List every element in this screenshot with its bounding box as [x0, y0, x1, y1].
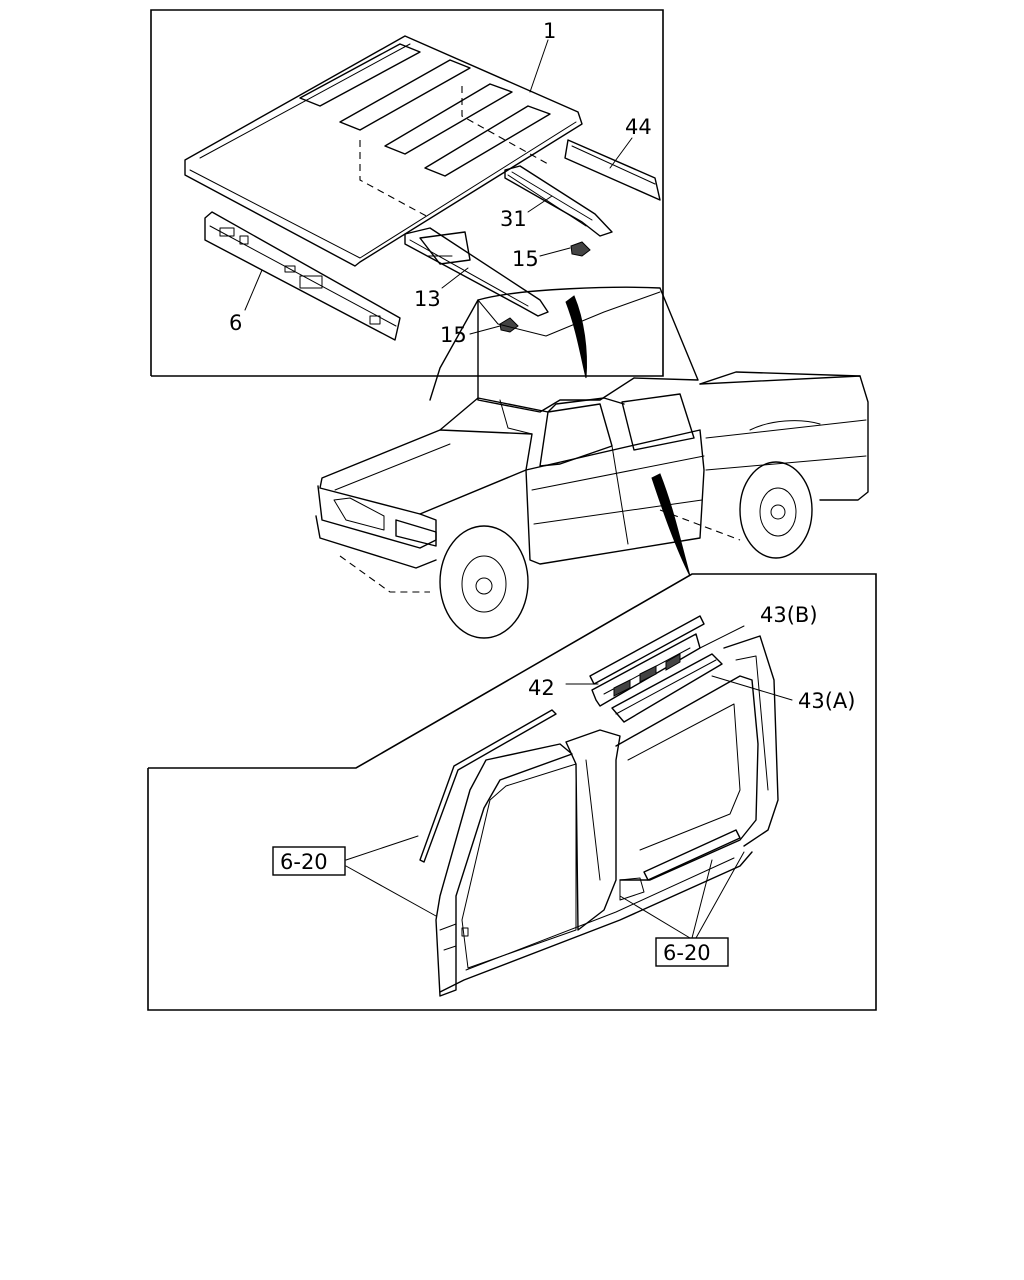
- reference-boxes: 6-20 6-20: [272, 846, 729, 967]
- callout-header-front[interactable]: 6: [229, 311, 242, 335]
- truck-illustration: [315, 286, 869, 639]
- side-body-frame: [419, 635, 779, 997]
- callout-clip-upper[interactable]: 15: [512, 247, 539, 271]
- callout-labels: 1 44 31 15 13 15 6 43(B) 42 43(A): [229, 19, 855, 713]
- ref-box-side-frame-right: [655, 937, 729, 967]
- roof-inset-frame: [150, 9, 664, 377]
- clip-lower: [499, 317, 519, 333]
- side-leaders: [345, 625, 793, 939]
- roof-bow-front: [404, 227, 549, 317]
- rear-wheel: [739, 461, 813, 559]
- ref-side-frame-right[interactable]: 6-20: [663, 941, 711, 965]
- callout-sill-plate[interactable]: 42: [528, 676, 555, 700]
- side-body-inset: [147, 573, 877, 1011]
- ref-side-frame-left[interactable]: 6-20: [280, 850, 328, 874]
- roof-rail-rear: [564, 139, 661, 201]
- callout-roof-bow-front[interactable]: 13: [414, 287, 441, 311]
- sill-plates: [589, 615, 723, 723]
- callout-roof-panel[interactable]: 1: [543, 19, 556, 43]
- roof-pointer: [565, 295, 587, 379]
- callout-sill-rear-a[interactable]: 43(A): [798, 689, 855, 713]
- sill-pointer: [651, 473, 691, 577]
- side-body-inset-frame: [147, 573, 877, 1011]
- roof-panel: [184, 35, 583, 267]
- roof-leaders: [244, 39, 633, 335]
- callout-sill-rear-b[interactable]: 43(B): [760, 603, 818, 627]
- front-wheel: [439, 525, 529, 639]
- ref-box-side-frame-left: [272, 846, 346, 876]
- callout-roof-rail-rear[interactable]: 44: [625, 115, 652, 139]
- callout-clip-lower[interactable]: 15: [440, 323, 467, 347]
- roof-inset: [150, 9, 664, 377]
- header-front: [204, 211, 401, 341]
- clip-upper: [570, 241, 591, 257]
- callout-roof-bow-rear[interactable]: 31: [500, 207, 527, 231]
